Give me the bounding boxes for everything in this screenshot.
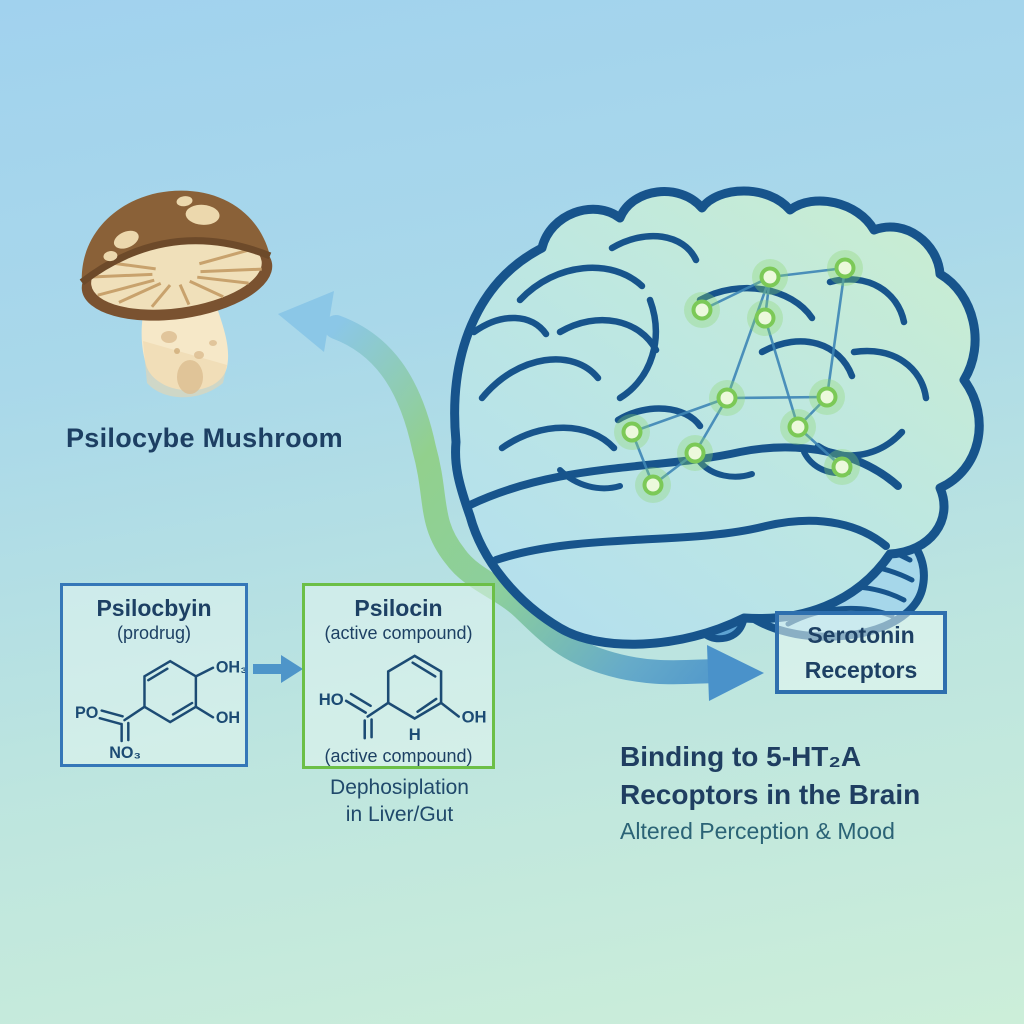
receptor-connection — [825, 266, 847, 399]
receptor-node — [780, 409, 816, 445]
receptor-node — [614, 414, 650, 450]
receptor-connection — [725, 275, 772, 400]
process-note-line1: Dephosiplation — [330, 776, 469, 799]
receptor-connection — [768, 266, 847, 279]
atom-label: OH — [216, 709, 240, 727]
mushroom-cap — [79, 190, 273, 321]
atom-label: NO₃ — [109, 745, 141, 763]
binding-heading-line1: Binding to 5-HT₂A — [620, 741, 862, 772]
mushroom-illustration — [79, 190, 273, 398]
receptor-node — [635, 467, 671, 503]
psilocybin-title: Psilocbyin — [96, 595, 212, 621]
psilocin-title: Psilocin — [354, 595, 443, 621]
receptor-node — [677, 435, 713, 471]
mushroom-label: Psilocybe Mushroom — [66, 423, 343, 453]
receptor-connection — [693, 396, 729, 455]
receptor-node — [684, 292, 720, 328]
process-note: Dephosiplation in Liver/Gut — [287, 774, 512, 829]
receptor-connection — [700, 275, 772, 312]
receptor-connection — [725, 395, 829, 400]
brain-illustration — [450, 186, 984, 649]
serotonin-receptors-box: Serotonin Receptors — [775, 611, 947, 694]
psilocin-box: Psilocin (active compound) HO OH H (acti… — [302, 583, 495, 769]
psilocybin-subtitle: (prodrug) — [116, 623, 192, 644]
mushroom-gill-lines — [91, 245, 262, 308]
binding-subheading: Altered Perception & Mood — [620, 818, 895, 844]
psilocybin-box: Psilocbyin (prodrug) OH₃ OH PO NO₃ — [60, 583, 248, 767]
arrowhead-to-mushroom-icon — [278, 291, 334, 352]
binding-heading: Binding to 5-HT₂A Recoptors in the Brain — [620, 738, 980, 813]
receptor-network — [614, 250, 863, 503]
arrowhead-to-receptors-icon — [707, 645, 764, 701]
binding-heading-line2: Recoptors in the Brain — [620, 778, 921, 810]
receptor-connection — [763, 316, 800, 429]
serotonin-line2: Receptors — [804, 656, 918, 683]
atom-label: H — [409, 725, 421, 744]
psilocin-subtitle: (active compound) — [324, 623, 473, 644]
atom-label: PO — [75, 705, 98, 723]
receptor-node — [827, 250, 863, 286]
atom-label: OH — [462, 708, 487, 727]
transform-arrow-icon — [253, 655, 303, 683]
flow-ribbon-arrow — [278, 291, 764, 701]
atom-label: HO — [319, 690, 344, 709]
psilocin-structure: HO OH H — [319, 654, 487, 744]
psilocybin-structure: OH₃ OH PO NO₃ — [75, 659, 245, 763]
receptor-node — [824, 449, 860, 485]
receptor-connection — [630, 396, 729, 434]
atom-label: OH₃ — [216, 659, 245, 677]
psilocin-footer: (active compound) — [324, 746, 473, 767]
receptor-node — [809, 379, 845, 415]
receptor-node — [709, 380, 745, 416]
receptor-node — [752, 259, 788, 295]
receptor-node — [747, 300, 783, 336]
serotonin-line1: Serotonin — [807, 622, 915, 648]
process-note-line2: in Liver/Gut — [345, 803, 454, 827]
